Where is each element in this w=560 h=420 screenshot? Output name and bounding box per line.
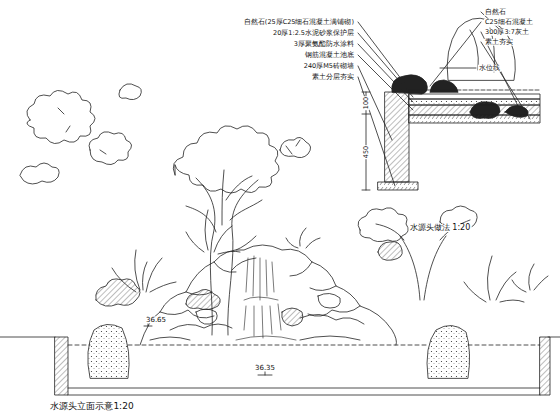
edge-rock	[88, 324, 129, 378]
leader-note: 自然石	[484, 9, 507, 16]
tree-trunk	[186, 170, 262, 335]
leader-note: 20厚1:2.5水泥砂浆保护层	[272, 30, 355, 37]
plant	[112, 210, 548, 302]
rockery	[140, 245, 397, 345]
leader-note: 素土分层夯实	[311, 74, 355, 81]
dimension: 100	[363, 96, 370, 110]
tree-trunk	[376, 220, 470, 300]
leader-note: 自然石(25厚C25细石混凝土满铺砌)	[243, 19, 355, 26]
drawing-title: 水源头做法 1:20	[409, 224, 472, 232]
foliage	[89, 132, 132, 165]
edge-rock	[427, 325, 470, 378]
dimension: 450	[363, 145, 370, 159]
dimension: 36.35	[254, 365, 276, 372]
pool-wall	[540, 337, 550, 395]
shrub	[96, 279, 140, 306]
leader-note: 水位线	[478, 65, 501, 72]
detail-section	[358, 12, 540, 190]
leader-note: 素土夯实	[484, 39, 514, 46]
foliage	[27, 90, 95, 143]
waterfall	[236, 256, 296, 340]
dimension: 36.65	[145, 317, 167, 324]
leader-note: 300厚3:7灰土	[484, 29, 530, 36]
leader-note: 240厚M5砖砌墙	[303, 63, 355, 70]
leader-note: 钢筋混凝土池底	[304, 52, 355, 59]
tree-canopy	[173, 126, 279, 193]
drawing-title: 水源头立面示意1:20	[49, 402, 134, 411]
pool-wall	[55, 337, 68, 395]
pool-bottom	[68, 388, 540, 395]
leader-note: 3厚聚氨酯防水涂料	[293, 41, 355, 48]
leader-note: C25细石混凝土	[484, 19, 534, 26]
